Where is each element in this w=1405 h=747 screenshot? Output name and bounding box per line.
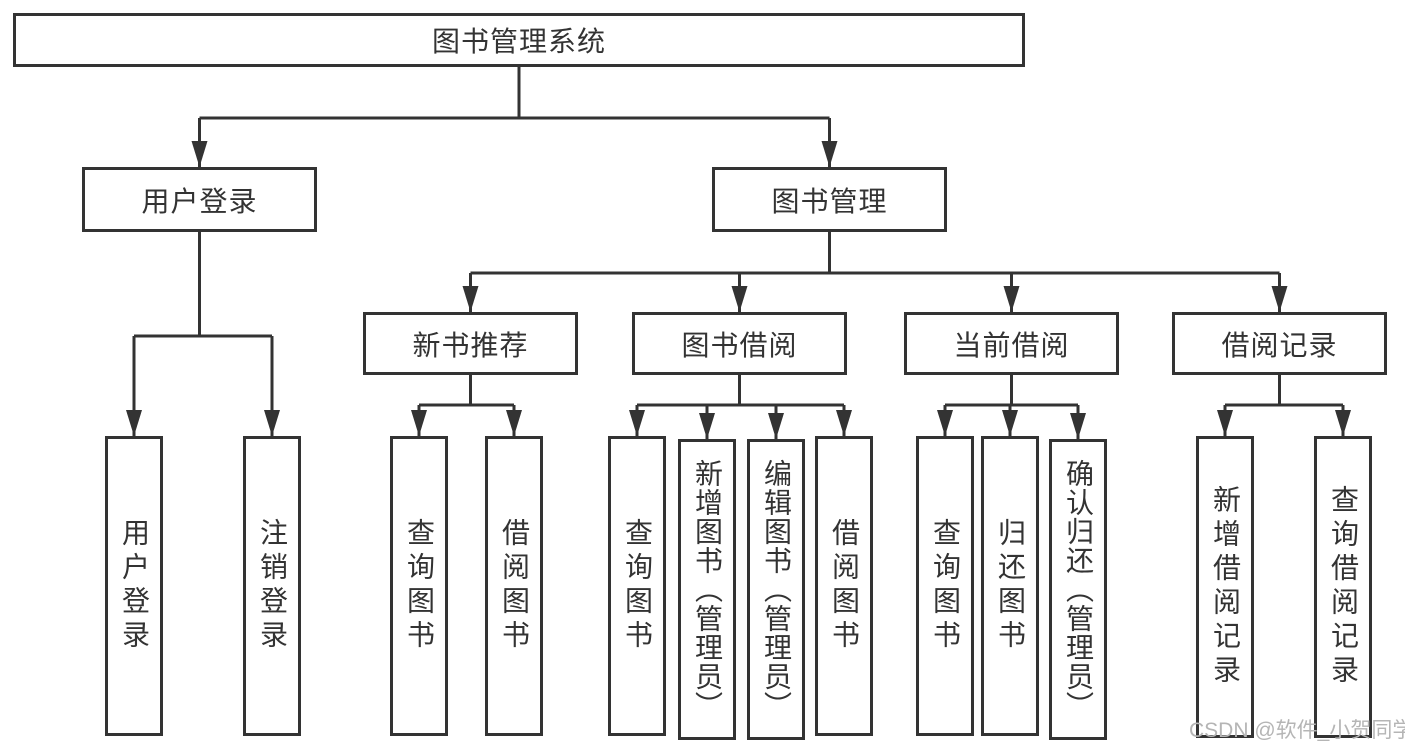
leaf-query-books-2: 查询图书 bbox=[608, 436, 666, 736]
node-current-borrow-label: 当前借阅 bbox=[953, 329, 1070, 361]
leaf-add-borrow-record: 新增借阅记录 bbox=[1196, 436, 1254, 738]
leaf-borrow-books-2-label: 借阅图书 bbox=[829, 518, 860, 654]
node-user-login-label: 用户登录 bbox=[141, 185, 258, 217]
node-borrow-records: 借阅记录 bbox=[1172, 312, 1387, 375]
node-book-mgmt-label: 图书管理 bbox=[771, 185, 888, 217]
leaf-query-books-1: 查询图书 bbox=[390, 436, 448, 736]
leaf-user-login-label: 用户登录 bbox=[119, 518, 150, 654]
leaf-borrow-books-2: 借阅图书 bbox=[815, 436, 873, 736]
node-new-book-rec: 新书推荐 bbox=[363, 312, 578, 375]
node-book-borrow: 图书借阅 bbox=[632, 312, 847, 375]
leaf-return-books: 归还图书 bbox=[981, 436, 1039, 736]
node-current-borrow: 当前借阅 bbox=[904, 312, 1119, 375]
leaf-add-books-admin: 新增图书（管理员） bbox=[678, 439, 736, 740]
leaf-query-books-1-label: 查询图书 bbox=[404, 518, 435, 654]
csdn-watermark: CSDN @软件_小贺同学 bbox=[1189, 719, 1405, 742]
leaf-return-books-label: 归还图书 bbox=[995, 518, 1026, 654]
leaf-confirm-return-admin: 确认归还（管理员） bbox=[1049, 439, 1107, 740]
leaf-user-login: 用户登录 bbox=[105, 436, 163, 736]
leaf-logout: 注销登录 bbox=[243, 436, 301, 736]
leaf-logout-label: 注销登录 bbox=[257, 518, 288, 654]
leaf-query-books-2-label: 查询图书 bbox=[622, 518, 653, 654]
leaf-query-borrow-record-label: 查询借阅记录 bbox=[1328, 485, 1359, 689]
leaf-add-books-admin-label: 新增图书（管理员） bbox=[692, 459, 723, 720]
leaf-add-borrow-record-label: 新增借阅记录 bbox=[1210, 485, 1241, 689]
leaf-borrow-books-1: 借阅图书 bbox=[485, 436, 543, 736]
leaf-query-books-3: 查询图书 bbox=[916, 436, 974, 736]
leaf-edit-books-admin: 编辑图书（管理员） bbox=[747, 439, 805, 740]
node-book-borrow-label: 图书借阅 bbox=[681, 329, 798, 361]
node-user-login: 用户登录 bbox=[82, 167, 317, 232]
node-root: 图书管理系统 bbox=[13, 13, 1025, 67]
leaf-confirm-return-admin-label: 确认归还（管理员） bbox=[1063, 459, 1094, 720]
node-borrow-records-label: 借阅记录 bbox=[1221, 329, 1338, 361]
leaf-borrow-books-1-label: 借阅图书 bbox=[499, 518, 530, 654]
node-book-mgmt: 图书管理 bbox=[712, 167, 947, 232]
leaf-edit-books-admin-label: 编辑图书（管理员） bbox=[761, 459, 792, 720]
node-new-book-rec-label: 新书推荐 bbox=[412, 329, 529, 361]
leaf-query-borrow-record: 查询借阅记录 bbox=[1314, 436, 1372, 738]
node-root-label: 图书管理系统 bbox=[431, 26, 606, 57]
leaf-query-books-3-label: 查询图书 bbox=[930, 518, 961, 654]
